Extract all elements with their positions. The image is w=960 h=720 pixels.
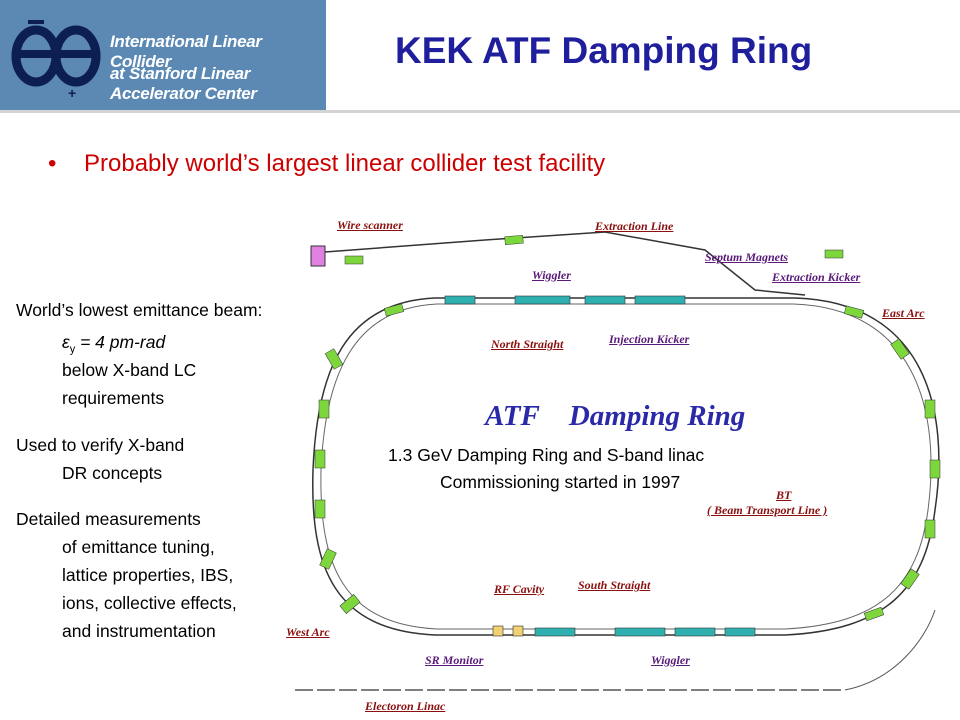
label-west-arc: West Arc [286,625,330,639]
ring-title-atf: ATF [485,400,540,432]
emittance-number: = 4 pm-rad [75,332,166,352]
logo-line-1: International Linear Collider [110,32,262,71]
arc-magnets [314,234,941,622]
epsilon-symbol: ε [62,332,70,352]
bullet-text: Probably world’s largest linear collider… [84,150,606,177]
detail-line-4: ions, collective effects, [62,593,237,613]
detail-line-1: Detailed measurements [16,509,201,529]
label-wiggler-bottom: Wiggler [651,653,690,667]
label-extraction-line: Extraction Line [595,219,674,233]
atf-ring-diagram [295,231,941,691]
label-septum-magnets: Septum Magnets [705,250,789,264]
label-south-straight: South Straight [578,578,651,592]
detail-line-5: and instrumentation [62,621,216,641]
rf-cavity-boxes [492,625,524,637]
verify-line-2: DR concepts [62,463,163,483]
detail-line-2: of emittance tuning, [62,537,215,557]
ee-logo-icon: + [6,8,106,100]
label-wiggler-top: Wiggler [532,268,571,282]
label-rf-cavity: RF Cavity [494,582,545,596]
ring-caption-1: 1.3 GeV Damping Ring and S-band linac [388,445,705,465]
label-wire-scanner: Wire scanner [337,218,403,232]
ilc-logo: + International Linear Collider at Stanf… [0,0,326,110]
emittance-value: εy = 4 pm-rad [62,332,165,356]
label-injection-kicker: Injection Kicker [609,332,690,346]
svg-text:+: + [68,85,76,100]
label-north-straight: North Straight [491,337,564,351]
below-line-2: requirements [62,388,165,408]
verify-line-1: Used to verify X-band [16,435,185,455]
south-straight-magnets [534,627,756,637]
bullet-dot-icon: • [48,150,57,177]
ring-inner [320,303,932,630]
ring-title-dr: Damping Ring [568,400,746,432]
slide-title: KEK ATF Damping Ring [395,30,813,71]
detail-line-3: lattice properties, IBS, [62,565,234,585]
label-bt-full: ( Beam Transport Line ) [707,503,828,517]
below-line-1: below X-band LC [62,360,197,380]
label-extraction-kicker: Extraction Kicker [772,270,861,284]
epsilon-subscript: y [69,343,76,356]
extraction-dump [310,245,326,267]
ring-caption-2: Commissioning started in 1997 [440,472,681,492]
label-east-arc: East Arc [882,306,925,320]
extraction-line-beam [324,231,806,296]
ring-title: ATF Damping Ring [485,400,745,433]
header-divider [0,110,960,113]
label-sr-monitor: SR Monitor [425,653,484,667]
logo-line-2: at Stanford Linear Accelerator Center [110,64,257,103]
label-bt: BT [776,488,792,502]
bt-line [844,609,936,691]
north-straight-magnets [444,295,686,305]
label-electron-linac: Electoron Linac [365,699,446,713]
ring-outer [312,297,940,636]
emittance-heading: World’s lowest emittance beam: [16,300,263,320]
